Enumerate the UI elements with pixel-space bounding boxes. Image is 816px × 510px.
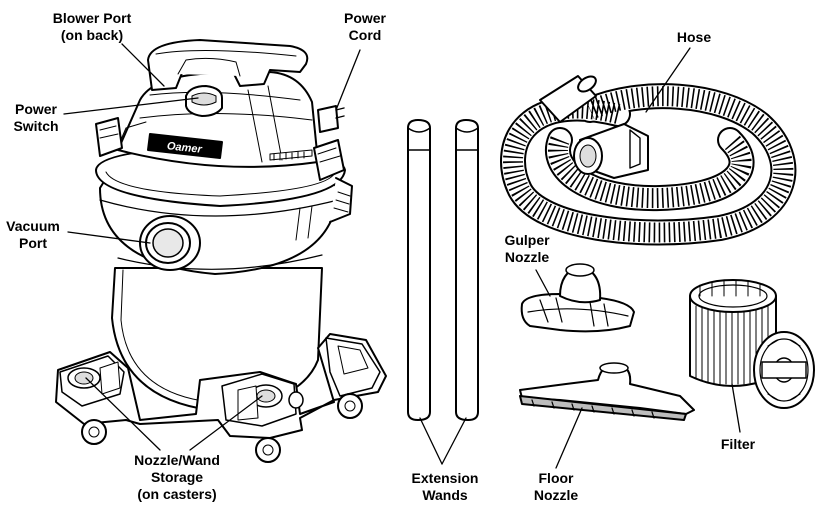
hose (500, 75, 797, 246)
leader-power-cord (335, 49, 361, 111)
filter (689, 279, 815, 409)
leader-vacuum-port (67, 231, 151, 244)
label-floor-nozzle-line2: Nozzle (533, 487, 579, 503)
power-cord-stub (317, 105, 339, 133)
label-power-switch-line2: Switch (13, 118, 59, 134)
right-latch (313, 139, 345, 181)
leader-storage-right (189, 395, 263, 451)
label-power-cord: Power Cord (330, 10, 400, 44)
leader-wand-right (441, 417, 467, 465)
label-vacuum-port: Vacuum Port (0, 218, 66, 252)
label-floor-nozzle: Floor Nozzle (520, 470, 592, 504)
label-gulper-nozzle-line1: Gulper (504, 232, 550, 248)
left-latch (95, 117, 123, 157)
leader-lines (63, 43, 741, 469)
vac-brand-logo: Oamer (166, 140, 203, 156)
label-floor-nozzle-line1: Floor (538, 470, 574, 486)
label-power-cord-line1: Power (343, 10, 386, 26)
leader-floor-nozzle (555, 407, 583, 469)
label-extension-wands-line1: Extension (411, 470, 479, 486)
wand-right (455, 119, 479, 421)
dolly-base (55, 333, 387, 439)
gulper-nozzle (520, 263, 635, 333)
leader-blower-port (121, 43, 165, 87)
label-blower-port-line1: Blower Port (52, 10, 132, 26)
label-blower-port: Blower Port (on back) (32, 10, 152, 44)
label-nozzle-wand-storage: Nozzle/Wand Storage (on casters) (112, 452, 242, 503)
label-filter: Filter (706, 436, 770, 453)
label-storage-line3: (on casters) (137, 486, 217, 502)
label-hose: Hose (664, 29, 724, 46)
label-blower-port-line2: (on back) (60, 27, 124, 43)
label-vacuum-port-line2: Port (19, 235, 47, 251)
label-gulper-nozzle-line2: Nozzle (504, 249, 550, 265)
label-power-cord-line2: Cord (348, 27, 382, 43)
vac-brand-badge (147, 133, 223, 159)
label-power-switch-line1: Power (14, 101, 57, 117)
leader-filter (731, 383, 741, 433)
extension-wands (407, 119, 479, 421)
label-gulper-nozzle: Gulper Nozzle (492, 232, 562, 266)
wand-left (407, 119, 431, 421)
leader-wand-left (419, 417, 443, 465)
leader-power-switch (63, 97, 199, 115)
shop-vac: Oamer (55, 39, 387, 463)
label-power-switch: Power Switch (0, 101, 72, 135)
leader-hose (645, 47, 691, 113)
label-extension-wands-line2: Wands (422, 487, 468, 503)
floor-nozzle (519, 362, 695, 421)
label-filter-line1: Filter (720, 436, 756, 452)
label-storage-line1: Nozzle/Wand (134, 452, 220, 468)
vacuum-port (139, 215, 201, 271)
label-hose-line1: Hose (676, 29, 712, 45)
leader-storage-left (85, 377, 161, 451)
label-storage-line2: Storage (150, 469, 204, 485)
label-vacuum-port-line1: Vacuum (6, 218, 60, 234)
leader-gulper-nozzle (535, 269, 551, 297)
label-extension-wands: Extension Wands (400, 470, 490, 504)
filter-lid (753, 331, 815, 409)
